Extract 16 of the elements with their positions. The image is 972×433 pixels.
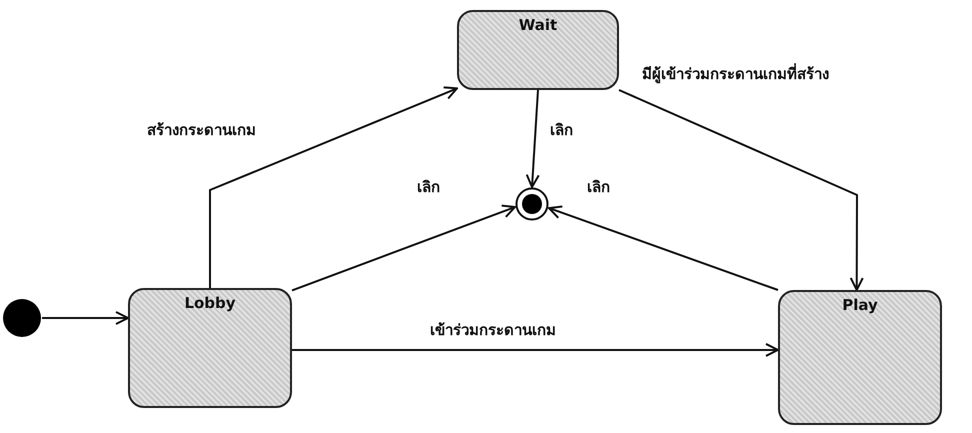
state-box (457, 10, 619, 90)
initial-state (2, 298, 42, 338)
transition-arrow (618, 89, 864, 291)
edge-label: มีผู้เข้าร่วมกระดานเกมที่สร้าง (640, 62, 831, 86)
transition-arrow (292, 342, 779, 357)
state-name: Play (841, 296, 879, 314)
state-box (778, 290, 942, 425)
state-name: Lobby (183, 294, 237, 312)
final-state (515, 187, 549, 221)
transition-arrow (209, 86, 458, 288)
transition-arrow (292, 204, 516, 292)
state-name: Wait (518, 16, 558, 34)
transition-arrow (526, 90, 540, 188)
state-box (128, 288, 292, 408)
transition-arrow (42, 311, 129, 325)
transition-arrow (548, 205, 778, 291)
